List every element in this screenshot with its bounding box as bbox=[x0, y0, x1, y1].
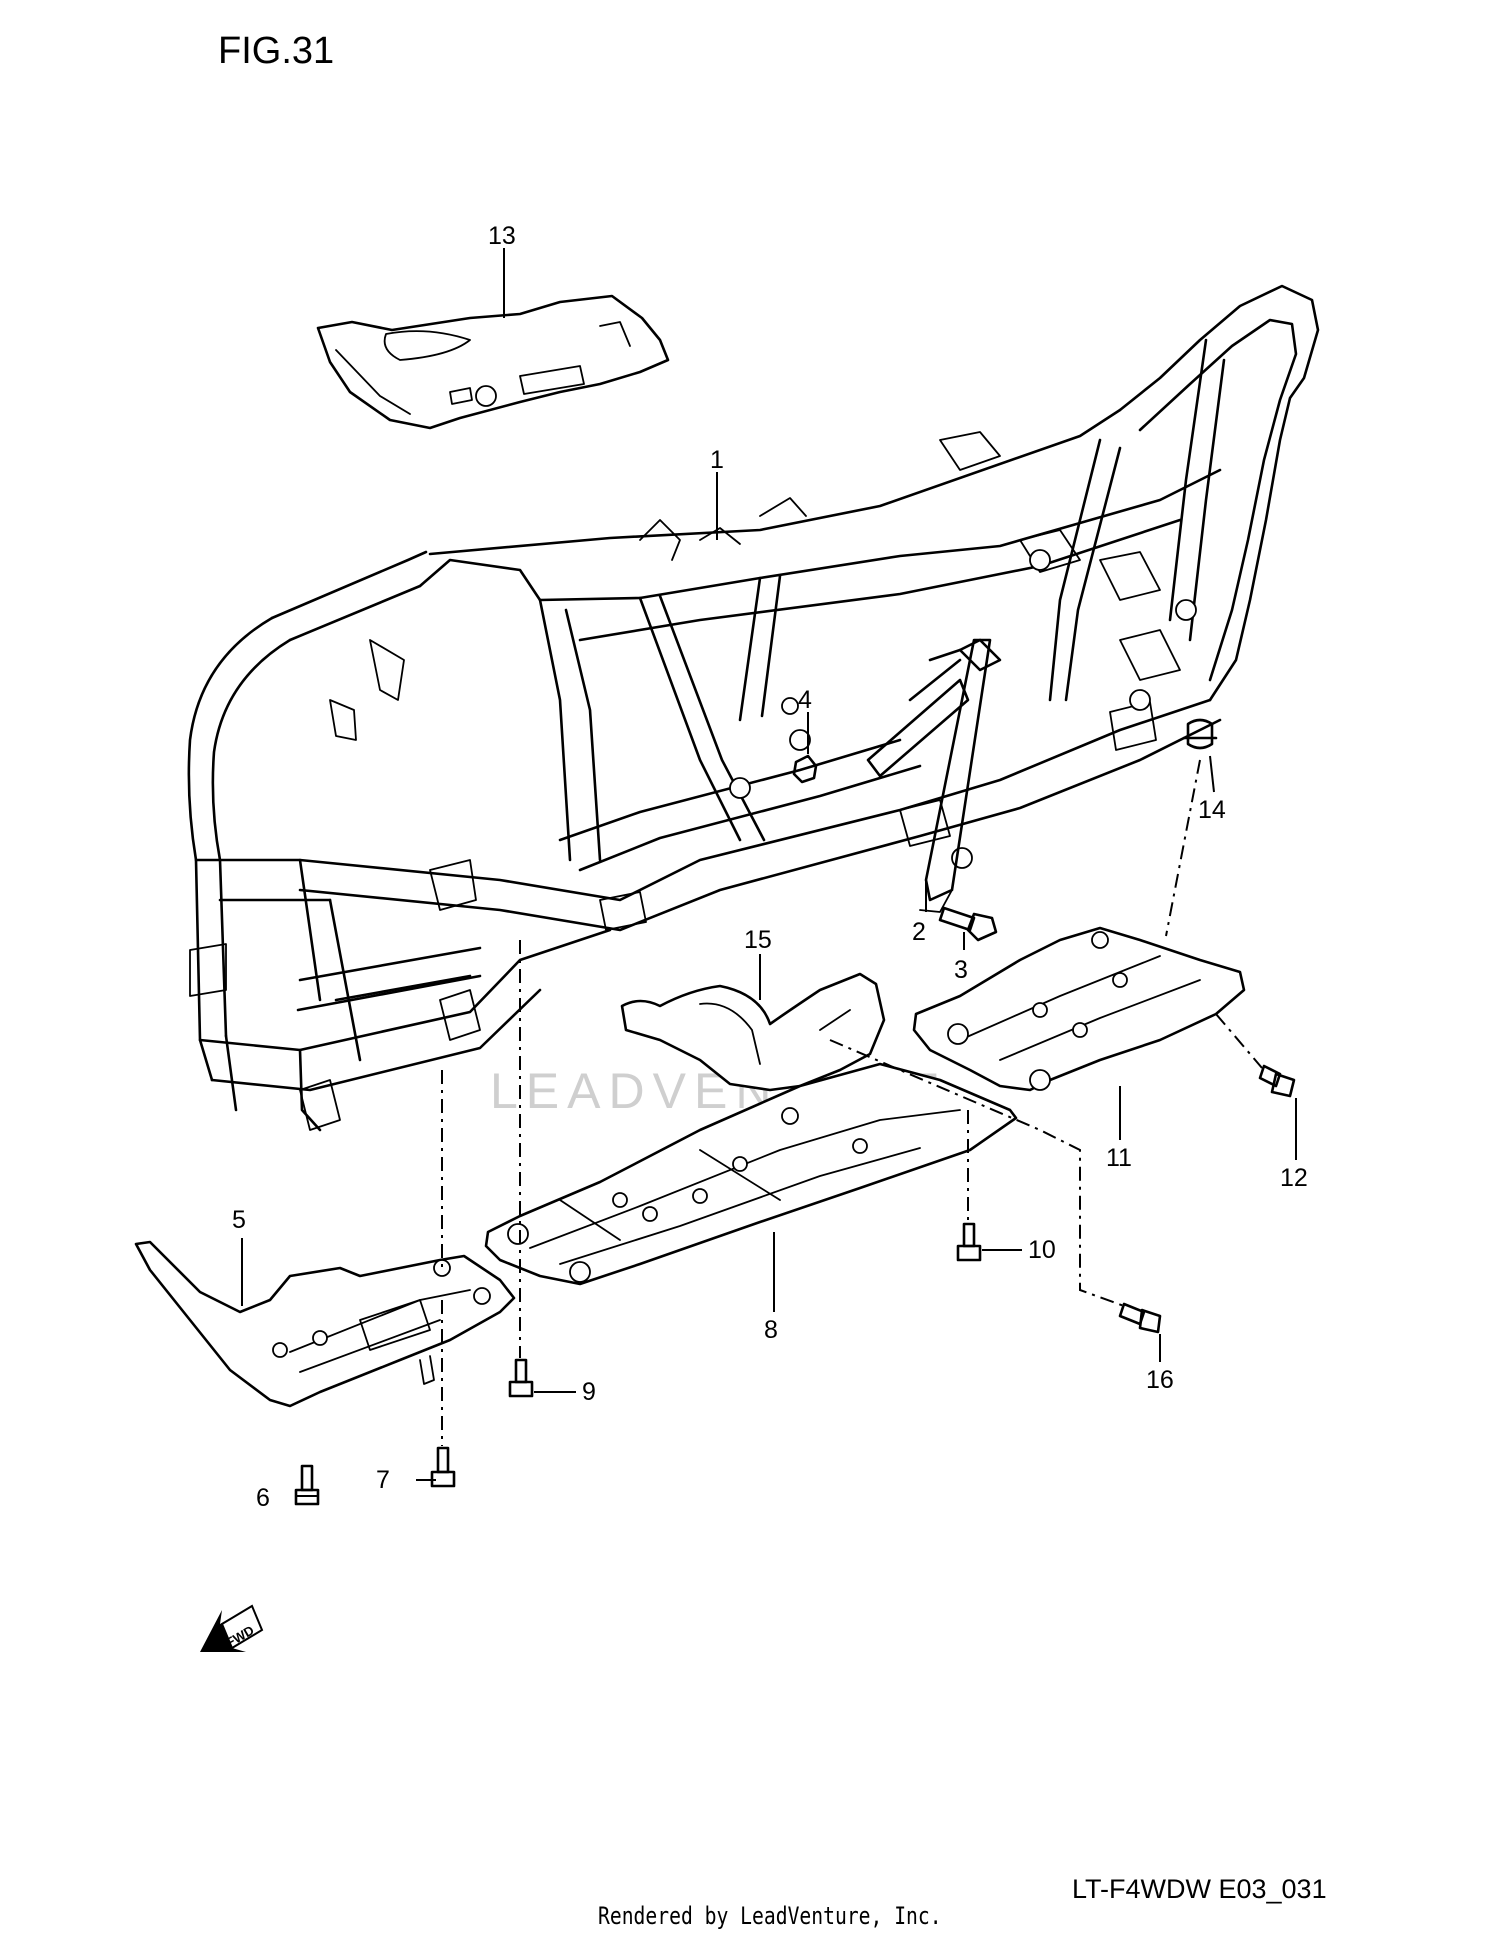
figure-title: FIG.31 bbox=[218, 30, 335, 72]
callout-13: 13 bbox=[488, 222, 516, 250]
callout-labels: 1 2 3 4 5 6 7 8 9 10 11 12 13 14 15 16 bbox=[232, 222, 1308, 1512]
part-13-front-cover[interactable] bbox=[316, 294, 670, 430]
part-9-bolt[interactable] bbox=[508, 1358, 534, 1398]
part-3-bolt[interactable] bbox=[938, 906, 998, 942]
part-11-footboard-right[interactable] bbox=[912, 926, 1246, 1092]
callout-11: 11 bbox=[1106, 1144, 1132, 1172]
callout-16: 16 bbox=[1146, 1366, 1174, 1394]
callout-15: 15 bbox=[744, 926, 772, 954]
part-8-footboard-left[interactable] bbox=[484, 1062, 1018, 1286]
part-12-bolt[interactable] bbox=[1258, 1064, 1296, 1098]
part-14-bushing[interactable] bbox=[1182, 718, 1218, 750]
fwd-arrow-icon: FWD bbox=[200, 1604, 264, 1652]
part-5-skid-plate[interactable] bbox=[134, 1240, 516, 1408]
part-10-bolt[interactable] bbox=[956, 1222, 982, 1262]
callout-5: 5 bbox=[232, 1206, 246, 1234]
callout-12: 12 bbox=[1280, 1164, 1308, 1192]
callout-7: 7 bbox=[376, 1466, 390, 1494]
callout-1: 1 bbox=[710, 446, 724, 474]
callout-4: 4 bbox=[798, 686, 812, 714]
render-credit: Rendered by LeadVenture, Inc. bbox=[598, 1902, 942, 1930]
callout-6: 6 bbox=[256, 1484, 270, 1512]
callout-8: 8 bbox=[764, 1316, 778, 1344]
part-4-nut[interactable] bbox=[792, 754, 818, 784]
part-16-bolt[interactable] bbox=[1118, 1302, 1162, 1334]
figure-code: LT-F4WDW E03_031 bbox=[1072, 1874, 1327, 1904]
callout-2: 2 bbox=[912, 918, 926, 946]
part-7-bolt[interactable] bbox=[430, 1446, 456, 1488]
callout-10: 10 bbox=[1028, 1236, 1056, 1264]
alignment-lines bbox=[441, 759, 1263, 1446]
part-6-bolt[interactable] bbox=[294, 1464, 320, 1506]
part-15-guard[interactable] bbox=[620, 972, 886, 1092]
callout-14: 14 bbox=[1198, 796, 1226, 824]
callout-3: 3 bbox=[954, 956, 968, 984]
callout-9: 9 bbox=[582, 1378, 596, 1406]
leader-lines bbox=[241, 248, 1297, 1497]
